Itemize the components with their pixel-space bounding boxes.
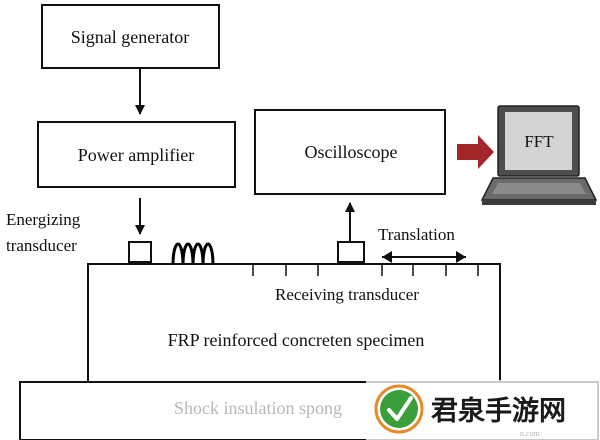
- energizing-transducer: [128, 241, 152, 263]
- watermark-logo-icon: [374, 384, 424, 434]
- fft-label: FFT: [524, 132, 554, 151]
- arrow-oscilloscope-to-fft: [457, 135, 494, 169]
- signal-generator-label: Signal generator: [71, 27, 189, 47]
- watermark: 君泉手游网 n.com: [366, 380, 600, 440]
- receiving-transducer: [337, 241, 365, 263]
- base-label: Shock insulation spong: [174, 398, 342, 418]
- watermark-text: 君泉手游网: [431, 395, 566, 427]
- translation-label: Translation: [378, 225, 455, 244]
- signal-generator-box: Signal generator: [41, 4, 220, 69]
- laptop-icon: FFT: [480, 105, 598, 205]
- position-ticks: [252, 264, 479, 276]
- energizing-label-line1: Energizing: [6, 210, 81, 229]
- power-amplifier-label: Power amplifier: [78, 145, 194, 165]
- watermark-small-text: n.com: [520, 429, 541, 438]
- power-amplifier-box: Power amplifier: [37, 121, 236, 188]
- specimen-block: FRP reinforced concreten specimen: [87, 263, 501, 383]
- receiving-transducer-label: Receiving transducer: [275, 285, 419, 304]
- oscilloscope-box: Oscilloscope: [254, 109, 446, 195]
- oscilloscope-label: Oscilloscope: [305, 142, 398, 162]
- energizing-label-line2: transducer: [6, 236, 77, 255]
- specimen-label: FRP reinforced concreten specimen: [168, 330, 425, 350]
- translation-double-arrow: [382, 251, 466, 263]
